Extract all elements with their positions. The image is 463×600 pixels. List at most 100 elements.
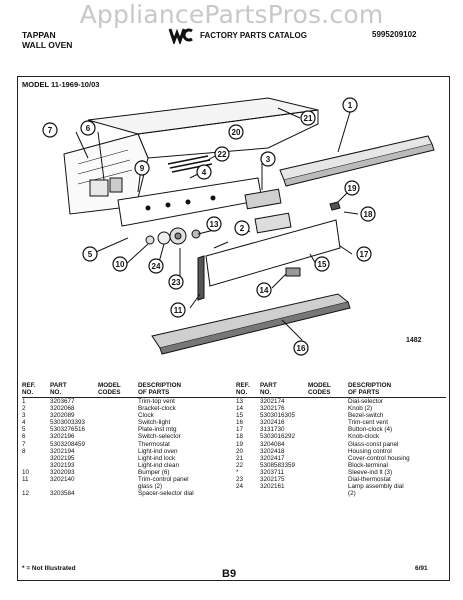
cell-part: 3202068	[50, 405, 75, 413]
svg-text:18: 18	[364, 210, 373, 219]
cell-desc: Dial-selector	[348, 398, 383, 405]
cell-ref: 15	[236, 412, 244, 420]
cell-desc: Trim-top vent	[138, 398, 175, 405]
cell-model	[308, 433, 348, 440]
cell-model	[98, 476, 138, 483]
cell-desc: Button-clock (4)	[348, 426, 393, 434]
centre-vent-trim	[151, 293, 350, 349]
trim-top-vent	[279, 135, 433, 181]
svg-text:20: 20	[232, 128, 241, 137]
footnote: * = Not Illustrated	[22, 565, 76, 572]
knob	[285, 267, 301, 277]
cell-part: 3202417	[260, 454, 285, 462]
page-number: B9	[222, 568, 237, 580]
cell-desc: Sleeve-ind lt (3)	[348, 468, 393, 476]
cell-desc: Knob (2)	[348, 405, 373, 413]
cell-ref: 24	[236, 483, 244, 491]
diagram-code: 1482	[406, 337, 422, 344]
bumper	[145, 235, 155, 245]
svg-text:14: 14	[260, 286, 269, 295]
svg-text:3: 3	[266, 155, 271, 164]
cell-part: 5303276516	[50, 426, 86, 434]
callout-19: 19	[344, 180, 360, 196]
cell-ref	[22, 462, 50, 469]
svg-text:10: 10	[116, 260, 125, 269]
cell-part: 3202175	[260, 476, 285, 484]
clock	[244, 188, 282, 210]
cell-part: 5303208459	[50, 440, 86, 448]
callout-20: 20	[228, 124, 244, 140]
cell-ref: 21	[236, 454, 244, 462]
cell-desc: Block-terminal	[348, 461, 388, 469]
cell-desc: Knob-clock	[348, 433, 380, 441]
cell-model	[308, 455, 348, 462]
cell-model	[308, 469, 348, 476]
cell-ref: 10	[22, 468, 30, 476]
clock-knob	[329, 201, 341, 211]
cell-ref: *	[236, 468, 239, 476]
cell-desc: Switch-light	[138, 419, 171, 427]
cell-part: 3204084	[260, 440, 285, 448]
callout-7: 7	[42, 122, 58, 138]
cell-part: 3202089	[50, 412, 75, 420]
svg-text:1: 1	[348, 101, 353, 110]
svg-text:24: 24	[152, 262, 161, 271]
lamp-dial	[157, 231, 171, 245]
callout-14: 14	[256, 282, 272, 298]
cell-model	[98, 448, 138, 455]
callout-18: 18	[360, 206, 376, 222]
model-label: MODEL 11-1969-10/03	[22, 80, 100, 89]
table-row: 24 3202161 Lamp assembly dial	[236, 483, 446, 490]
cell-ref: 12	[22, 490, 30, 498]
callout-10: 10	[112, 256, 128, 272]
cell-part	[260, 490, 308, 497]
cell-part: 3202193	[50, 461, 75, 469]
brand-block: TAPPAN WALL OVEN	[22, 30, 72, 50]
side-bracket	[63, 133, 149, 215]
catalog-number: 5995209102	[372, 30, 417, 39]
callout-5: 5	[82, 246, 98, 262]
cell-model	[98, 469, 138, 476]
cell-part: 3202093	[50, 468, 75, 476]
revision-date: 6/91	[415, 565, 428, 572]
callout-24: 24	[148, 258, 164, 274]
callout-23: 23	[168, 274, 184, 290]
cell-part: 3202416	[260, 419, 285, 427]
brand-name: TAPPAN	[22, 30, 56, 40]
content-frame	[17, 76, 450, 581]
cell-ref: 6	[22, 433, 26, 441]
cell-ref: 8	[22, 447, 26, 455]
svg-text:22: 22	[218, 150, 227, 159]
catalog-title: FACTORY PARTS CATALOG	[200, 31, 307, 40]
callout-3: 3	[260, 151, 276, 167]
cell-desc: Spacer-selector dial	[138, 490, 194, 498]
cell-model	[98, 462, 138, 469]
cell-model	[308, 419, 348, 426]
cell-desc: Light-ind lock	[138, 454, 176, 462]
cell-ref: 23	[236, 476, 244, 484]
cell-model	[308, 412, 348, 419]
cell-ref: 2	[22, 405, 26, 413]
cell-ref: 5	[22, 426, 26, 434]
col-ref: REF.NO.	[22, 382, 50, 398]
svg-text:7: 7	[48, 126, 53, 135]
cell-part: 3202161	[260, 483, 285, 491]
product-type: WALL OVEN	[22, 40, 73, 50]
cell-desc: Lamp assembly dial	[348, 483, 404, 491]
